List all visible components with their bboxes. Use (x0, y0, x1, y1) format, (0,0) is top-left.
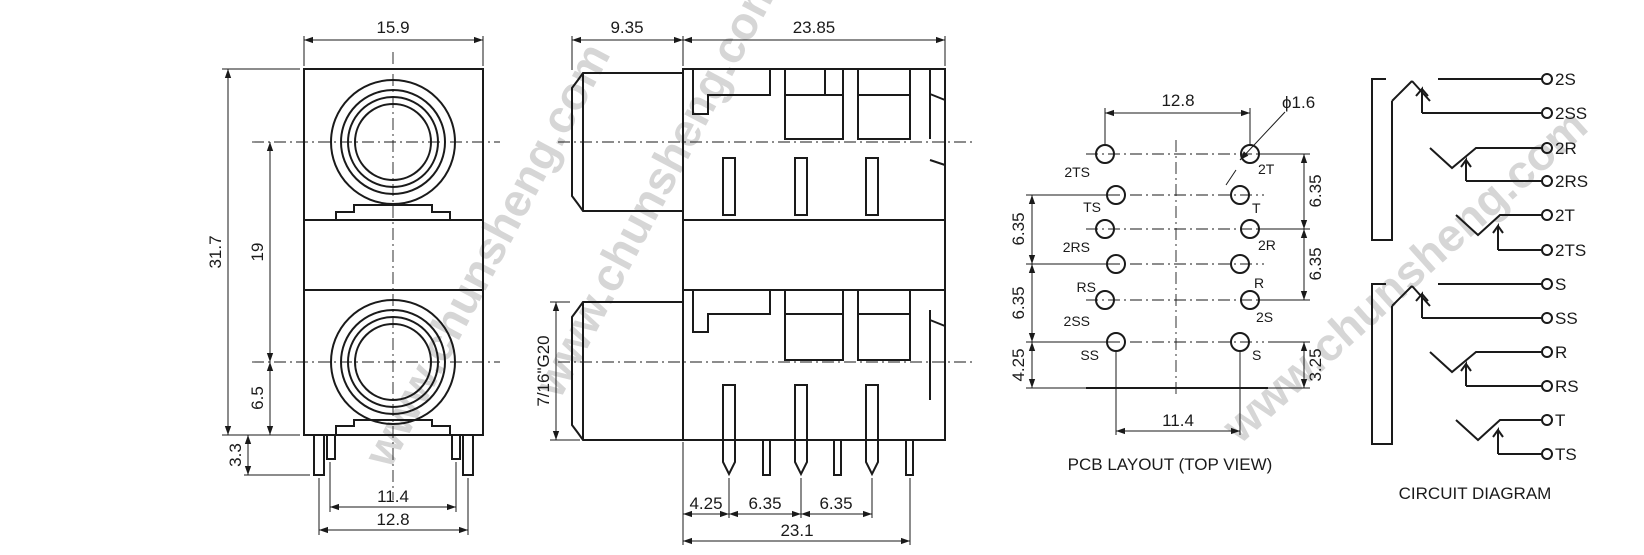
terminal-label: 2RS (1555, 172, 1588, 191)
dim-pin-span-total: 23.1 (780, 521, 813, 540)
dim-pitch-first: 4.25 (689, 494, 722, 513)
dim-left-3: 4.25 (1009, 348, 1028, 381)
terminal-label: T (1555, 411, 1565, 430)
terminal-label: RS (1555, 377, 1579, 396)
terminal-label: S (1555, 275, 1566, 294)
terminal-label: 2S (1555, 70, 1576, 89)
dim-thread: 7/16"G20 (534, 335, 553, 406)
pcb-pin-label: 2T (1258, 161, 1275, 177)
pcb-pin-label: S (1252, 347, 1261, 363)
dim-hole-diameter: ϕ1.6 (1282, 93, 1315, 112)
circuit-caption: CIRCUIT DIAGRAM (1399, 484, 1552, 503)
pcb-layout: 12.8 ϕ1.6 11.4 6.35 6.35 4.25 6.35 6.35 … (1009, 91, 1325, 474)
dim-front-width: 15.9 (376, 18, 409, 37)
dim-lower-offset: 6.5 (248, 386, 267, 410)
terminal-label: 2T (1555, 206, 1575, 225)
terminal-label: SS (1555, 309, 1578, 328)
dim-right-3: 3.25 (1306, 348, 1325, 381)
pcb-pin-label: 2S (1256, 309, 1273, 325)
circuit-diagram: 2S 2SS 2R 2RS 2T 2TS S SS R RS T TS CIRC… (1371, 70, 1588, 503)
dim-pitch-b: 6.35 (819, 494, 852, 513)
pcb-pin-label: R (1254, 275, 1264, 291)
dim-pitch-a: 6.35 (748, 494, 781, 513)
pcb-pin-label: T (1252, 200, 1261, 216)
pcb-pin-label: 2RS (1063, 239, 1090, 255)
pcb-pin-label: 2SS (1064, 313, 1090, 329)
terminal-label: 2SS (1555, 104, 1587, 123)
dim-bottom-span: 11.4 (1162, 411, 1194, 430)
dim-pin-span-outer: 12.8 (376, 510, 409, 529)
terminal-label: R (1555, 343, 1567, 362)
dim-right-2: 6.35 (1306, 247, 1325, 280)
dim-pin-span-inner: 11.4 (377, 487, 409, 506)
dim-jack-spacing: 19 (248, 243, 267, 262)
dim-body-length: 23.85 (793, 18, 836, 37)
pcb-pin-label: SS (1080, 347, 1099, 363)
pcb-pin-label: TS (1083, 199, 1101, 215)
pcb-pin-label: 2TS (1064, 164, 1090, 180)
terminal-label: 2TS (1555, 241, 1586, 260)
terminal-label: 2R (1555, 139, 1577, 158)
dim-nose-length: 9.35 (610, 18, 643, 37)
dim-right-1: 6.35 (1306, 174, 1325, 207)
pcb-pin-label: 2R (1258, 237, 1276, 253)
pcb-pin-label: RS (1077, 279, 1096, 295)
pcb-caption: PCB LAYOUT (TOP VIEW) (1068, 455, 1273, 474)
terminal-label: TS (1555, 445, 1577, 464)
dim-pin-length: 3.3 (226, 443, 245, 467)
dim-left-1: 6.35 (1009, 212, 1028, 245)
front-view: 15.9 31.7 19 6.5 3.3 11.4 12.8 (206, 18, 500, 535)
dim-left-2: 6.35 (1009, 286, 1028, 319)
side-view: 9.35 23.85 7/16"G20 4.25 6.35 6.35 23.1 (534, 18, 972, 545)
dim-front-height: 31.7 (206, 235, 225, 268)
dim-column-spacing: 12.8 (1161, 91, 1194, 110)
watermark-circuit: www.chunsheng.com (1211, 99, 1597, 454)
